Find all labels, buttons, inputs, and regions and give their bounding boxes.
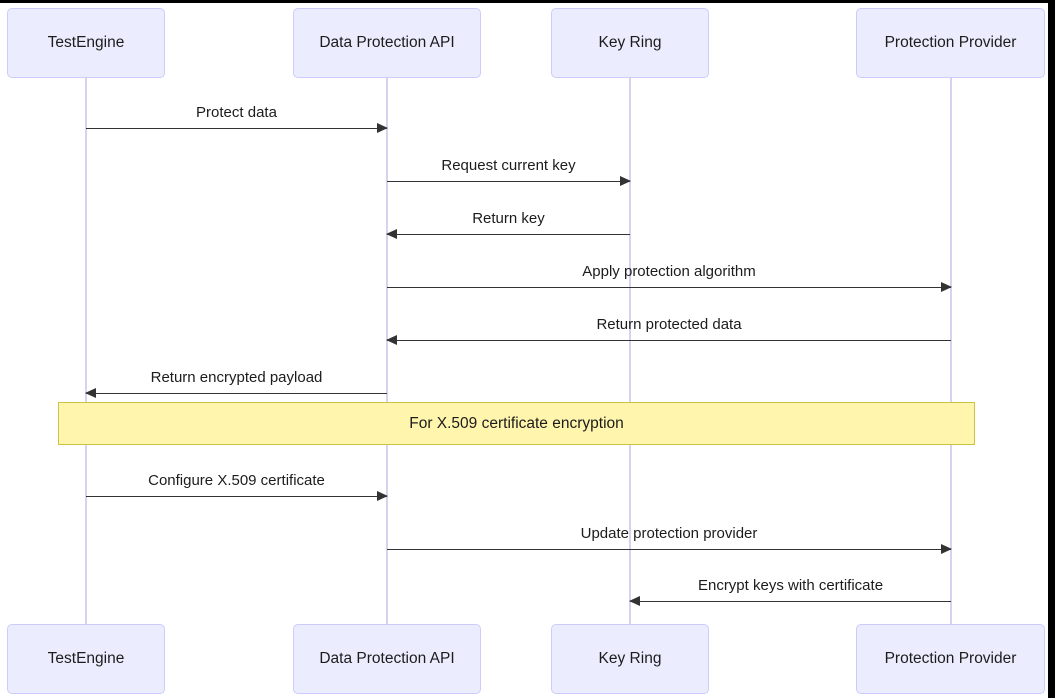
participant-footer-key-ring[interactable]: Key Ring <box>551 624 709 694</box>
participant-header-protection-provider[interactable]: Protection Provider <box>856 8 1045 78</box>
arrowhead-left-icon <box>85 388 96 398</box>
message-label-update-protection-provider: Update protection provider <box>580 525 758 542</box>
message-line-encrypt-keys-with-certificate <box>630 601 951 602</box>
message-label-apply-protection-algorithm: Apply protection algorithm <box>582 263 756 280</box>
lifeline-test-engine <box>85 77 87 628</box>
arrowhead-left-icon <box>629 596 640 606</box>
participant-label-protection-provider: Protection Provider <box>884 34 1017 51</box>
participant-label-key-ring: Key Ring <box>598 34 662 51</box>
arrowhead-left-icon <box>386 229 397 239</box>
canvas-right-border <box>1048 0 1055 698</box>
lifeline-key-ring <box>629 77 631 628</box>
message-label-request-current-key: Request current key <box>441 157 576 174</box>
message-line-return-protected-data <box>387 340 951 341</box>
participant-label-protection-provider: Protection Provider <box>884 650 1017 667</box>
arrowhead-right-icon <box>377 491 388 501</box>
arrowhead-left-icon <box>386 335 397 345</box>
message-line-protect-data <box>86 128 387 129</box>
participant-footer-test-engine[interactable]: TestEngine <box>7 624 165 694</box>
message-line-configure-x509-certificate <box>86 496 387 497</box>
participant-header-key-ring[interactable]: Key Ring <box>551 8 709 78</box>
participant-label-data-protection-api: Data Protection API <box>319 650 455 667</box>
participant-label-key-ring: Key Ring <box>598 650 662 667</box>
lifeline-protection-provider <box>950 77 952 628</box>
message-line-request-current-key <box>387 181 630 182</box>
arrowhead-right-icon <box>941 544 952 554</box>
lifeline-data-protection-api <box>386 77 388 628</box>
message-line-update-protection-provider <box>387 549 951 550</box>
note-label-x509-note: For X.509 certificate encryption <box>409 414 624 432</box>
message-line-return-key <box>387 234 630 235</box>
arrowhead-right-icon <box>941 282 952 292</box>
message-label-return-encrypted-payload: Return encrypted payload <box>150 369 323 386</box>
message-line-apply-protection-algorithm <box>387 287 951 288</box>
canvas-top-border <box>0 0 1055 3</box>
participant-footer-data-protection-api[interactable]: Data Protection API <box>293 624 481 694</box>
participant-label-test-engine: TestEngine <box>47 650 125 667</box>
participant-label-test-engine: TestEngine <box>47 34 125 51</box>
message-line-return-encrypted-payload <box>86 393 387 394</box>
message-label-protect-data: Protect data <box>196 104 277 121</box>
arrowhead-right-icon <box>377 123 388 133</box>
message-label-return-protected-data: Return protected data <box>596 316 742 333</box>
participant-header-test-engine[interactable]: TestEngine <box>7 8 165 78</box>
arrowhead-right-icon <box>620 176 631 186</box>
message-label-return-key: Return key <box>472 210 545 227</box>
message-label-configure-x509-certificate: Configure X.509 certificate <box>148 472 325 489</box>
message-label-encrypt-keys-with-certificate: Encrypt keys with certificate <box>697 577 884 594</box>
participant-label-data-protection-api: Data Protection API <box>319 34 455 51</box>
participant-footer-protection-provider[interactable]: Protection Provider <box>856 624 1045 694</box>
participant-header-data-protection-api[interactable]: Data Protection API <box>293 8 481 78</box>
note-x509-note[interactable]: For X.509 certificate encryption <box>58 402 975 445</box>
